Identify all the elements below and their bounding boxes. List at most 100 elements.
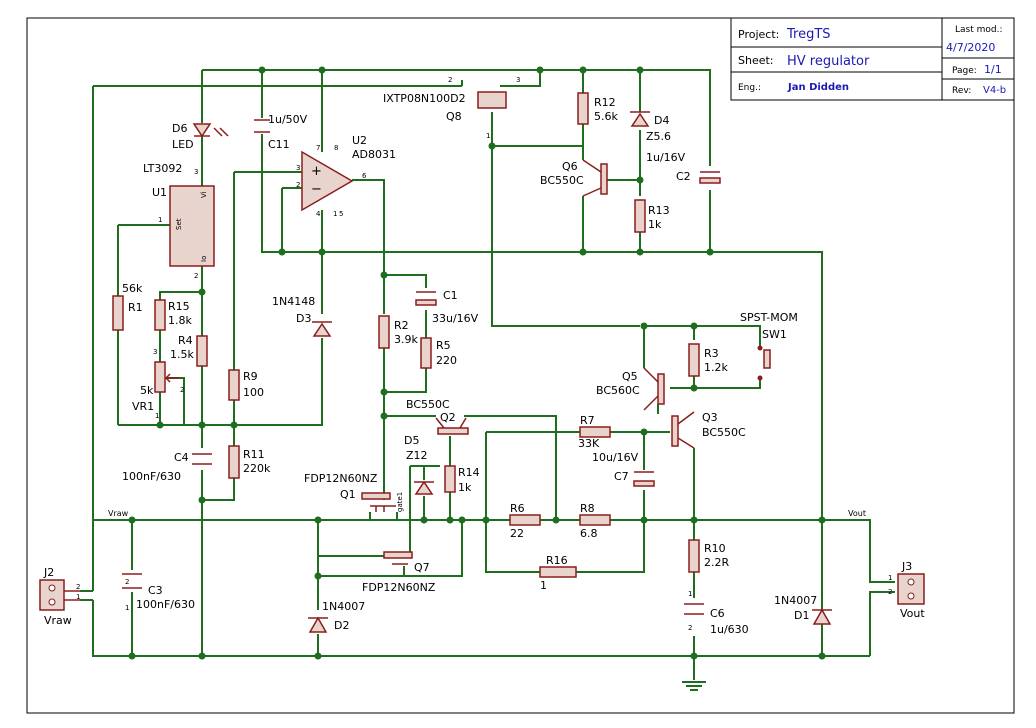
svg-text:100nF/630: 100nF/630 bbox=[136, 598, 195, 611]
q6-transistor: Q6 BC550C bbox=[540, 159, 608, 197]
c3-capacitor: C3 100nF/630 bbox=[122, 573, 195, 611]
rev-label: Rev: bbox=[952, 86, 971, 96]
svg-text:100: 100 bbox=[243, 386, 264, 399]
svg-text:C7: C7 bbox=[614, 470, 629, 483]
svg-text:Set: Set bbox=[175, 218, 183, 230]
svg-text:R16: R16 bbox=[546, 554, 568, 567]
svg-text:SPST-MOM: SPST-MOM bbox=[740, 311, 798, 324]
svg-text:1u/50V: 1u/50V bbox=[268, 113, 308, 126]
svg-text:R14: R14 bbox=[458, 466, 480, 479]
svg-text:6.8: 6.8 bbox=[580, 527, 598, 540]
eng-value: Jan Didden bbox=[787, 82, 849, 93]
svg-text:1N4007: 1N4007 bbox=[774, 594, 817, 607]
svg-text:R11: R11 bbox=[243, 448, 265, 461]
sheet-label: Sheet: bbox=[738, 54, 774, 67]
svg-text:U1: U1 bbox=[152, 186, 167, 199]
svg-text:1: 1 bbox=[540, 579, 547, 592]
r7-resistor: R7 33K bbox=[578, 414, 611, 450]
svg-text:Vi: Vi bbox=[200, 191, 208, 198]
svg-text:Q7: Q7 bbox=[414, 561, 430, 574]
rev-value: V4-b bbox=[983, 85, 1006, 96]
c7-capacitor: 10u/16V C7 bbox=[592, 451, 655, 487]
q8-mosfet: IXTP08N100D2 Q8 bbox=[383, 91, 507, 123]
c4-capacitor: C4 100nF/630 bbox=[122, 451, 212, 483]
sheet-value: HV regulator bbox=[787, 54, 870, 69]
r4-resistor: R4 1.5k bbox=[170, 334, 208, 367]
svg-text:R5: R5 bbox=[436, 339, 451, 352]
r11-resistor: R11 220k bbox=[228, 445, 271, 479]
r15-resistor: R15 1.8k bbox=[154, 299, 192, 331]
svg-text:3.9k: 3.9k bbox=[394, 333, 418, 346]
svg-text:R6: R6 bbox=[510, 502, 525, 515]
svg-text:33K: 33K bbox=[578, 437, 600, 450]
svg-text:−: − bbox=[311, 182, 322, 197]
junctions bbox=[128, 66, 826, 660]
svg-text:BC550C: BC550C bbox=[702, 426, 746, 439]
ground-icon bbox=[682, 681, 706, 691]
r9-resistor: R9 100 bbox=[228, 369, 264, 401]
svg-text:Z12: Z12 bbox=[406, 449, 428, 462]
svg-text:VR1: VR1 bbox=[132, 400, 154, 413]
svg-text:2: 2 bbox=[76, 583, 80, 591]
page-label: Page: bbox=[952, 66, 977, 76]
r2-resistor: R2 3.9k bbox=[378, 315, 418, 349]
svg-text:2: 2 bbox=[448, 76, 452, 84]
svg-text:D6: D6 bbox=[172, 122, 187, 135]
svg-text:220: 220 bbox=[436, 354, 457, 367]
svg-text:BC560C: BC560C bbox=[596, 384, 640, 397]
svg-text:5: 5 bbox=[339, 210, 343, 218]
sw1-switch: SPST-MOM SW1 bbox=[740, 311, 798, 381]
svg-text:33u/16V: 33u/16V bbox=[432, 312, 479, 325]
svg-text:1N4148: 1N4148 bbox=[272, 295, 315, 308]
svg-text:Z5.6: Z5.6 bbox=[646, 130, 671, 143]
eng-label: Eng.: bbox=[738, 83, 761, 93]
svg-text:R4: R4 bbox=[178, 334, 193, 347]
d2-diode: 1N4007 D2 bbox=[308, 600, 365, 633]
svg-text:R10: R10 bbox=[704, 542, 726, 555]
svg-text:Io: Io bbox=[200, 256, 208, 262]
d6-led: D6 LED bbox=[172, 122, 229, 151]
svg-text:56k: 56k bbox=[122, 282, 143, 295]
svg-text:BC550C: BC550C bbox=[540, 174, 584, 187]
svg-text:R9: R9 bbox=[243, 370, 258, 383]
q1-mosfet: FDP12N60NZ Q1 gate1 bbox=[304, 472, 404, 512]
svg-text:D1: D1 bbox=[794, 609, 809, 622]
svg-text:IXTP08N100D2: IXTP08N100D2 bbox=[383, 92, 466, 105]
svg-text:5k: 5k bbox=[140, 384, 154, 397]
svg-text:D3: D3 bbox=[296, 312, 311, 325]
j3-connector: J3 Vout bbox=[897, 560, 925, 620]
svg-text:1.8k: 1.8k bbox=[168, 314, 192, 327]
svg-text:1k: 1k bbox=[648, 218, 662, 231]
svg-text:gate1: gate1 bbox=[396, 492, 404, 512]
c6-capacitor: C6 1u/630 bbox=[684, 603, 749, 636]
svg-text:Q8: Q8 bbox=[446, 110, 462, 123]
r16-resistor: R16 1 bbox=[539, 554, 577, 592]
svg-text:Q2: Q2 bbox=[440, 411, 456, 424]
svg-text:FDP12N60NZ: FDP12N60NZ bbox=[304, 472, 378, 485]
svg-text:C4: C4 bbox=[174, 451, 189, 464]
svg-text:LT3092: LT3092 bbox=[143, 162, 182, 175]
page-value: 1/1 bbox=[984, 63, 1002, 76]
svg-text:1: 1 bbox=[333, 210, 337, 218]
svg-text:2: 2 bbox=[180, 386, 184, 394]
svg-text:BC550C: BC550C bbox=[406, 398, 450, 411]
svg-text:3: 3 bbox=[516, 76, 520, 84]
r8-resistor: R8 6.8 bbox=[579, 502, 611, 540]
svg-text:R8: R8 bbox=[580, 502, 595, 515]
svg-text:5.6k: 5.6k bbox=[594, 110, 618, 123]
q5-transistor: Q5 BC560C bbox=[596, 367, 665, 411]
svg-text:7: 7 bbox=[316, 144, 320, 152]
d4-zener: D4 Z5.6 bbox=[630, 111, 671, 143]
r6-resistor: R6 22 bbox=[509, 502, 541, 540]
svg-text:AD8031: AD8031 bbox=[352, 148, 396, 161]
svg-text:1k: 1k bbox=[458, 481, 472, 494]
svg-text:220k: 220k bbox=[243, 462, 271, 475]
svg-text:2: 2 bbox=[125, 578, 129, 586]
d3-diode: 1N4148 D3 bbox=[272, 295, 332, 337]
svg-text:D4: D4 bbox=[654, 114, 669, 127]
title-block: Project: TregTS Sheet: HV regulator Eng.… bbox=[730, 17, 1015, 101]
c11-capacitor: 1u/50V C11 bbox=[254, 113, 308, 151]
svg-text:C3: C3 bbox=[148, 584, 163, 597]
svg-text:D5: D5 bbox=[404, 434, 419, 447]
